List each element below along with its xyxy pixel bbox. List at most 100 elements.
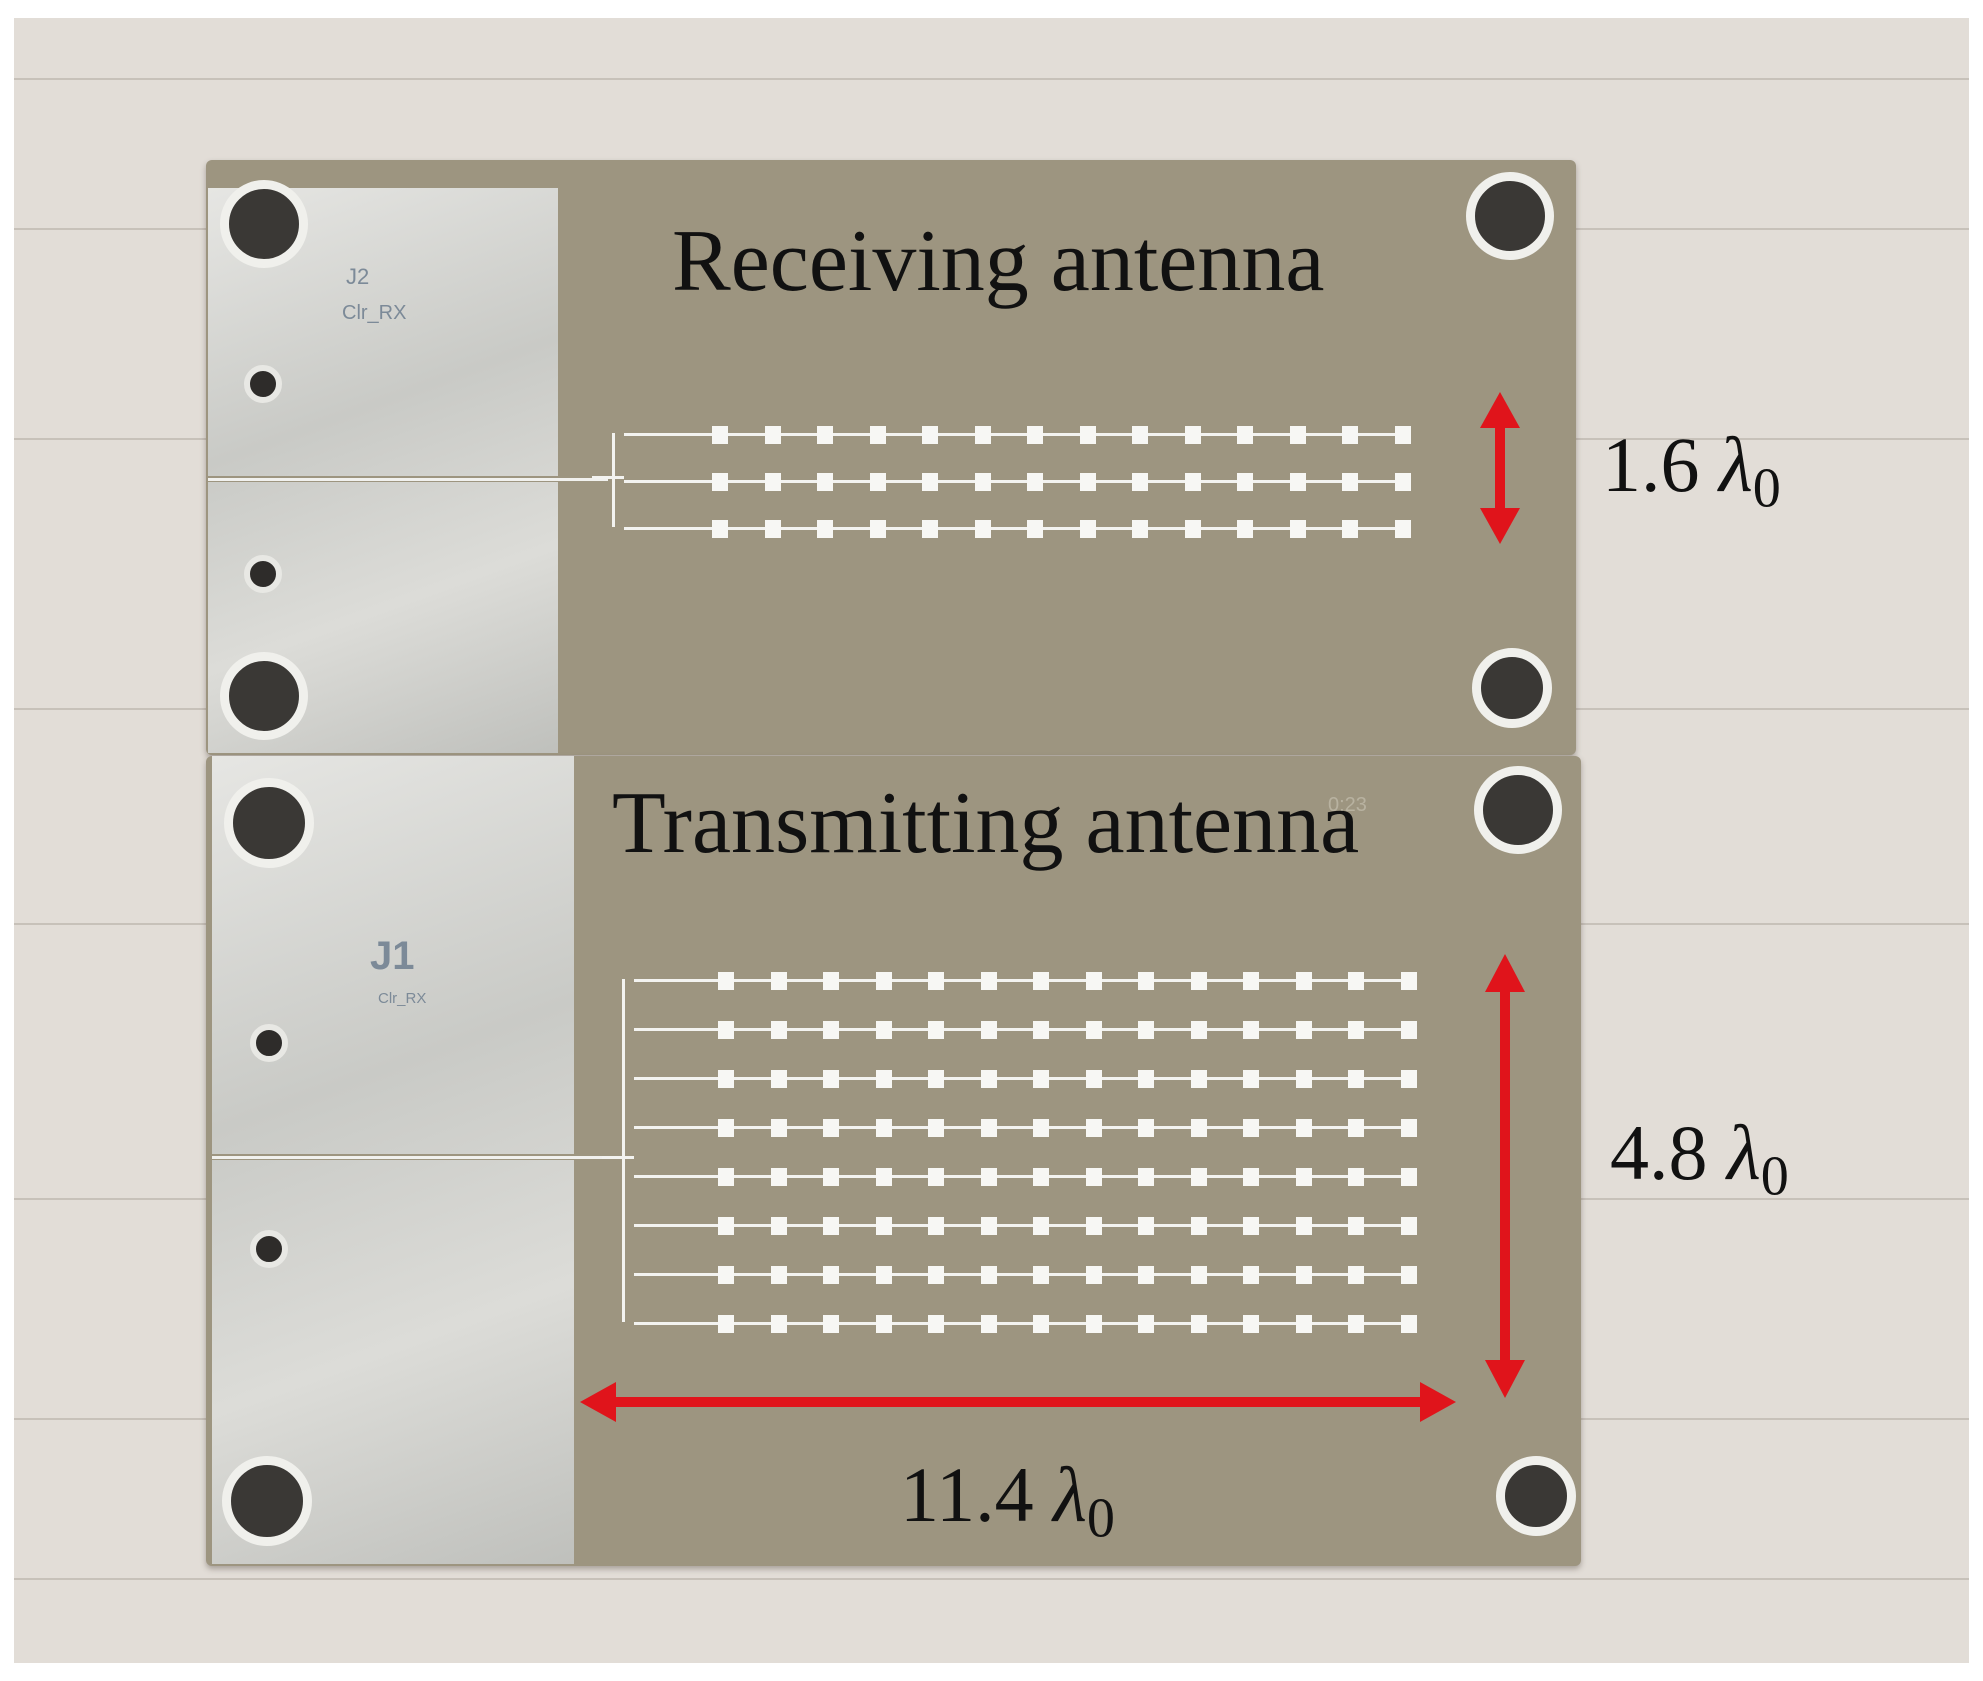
lambda-subscript: 0 (1086, 1487, 1115, 1550)
patch-element (1295, 1168, 1312, 1186)
patch-element (770, 1266, 787, 1284)
patch-element (1033, 1070, 1049, 1088)
patch-element (980, 1021, 997, 1039)
patch-element (1079, 473, 1096, 491)
mounting-hole (244, 365, 282, 403)
lambda-symbol: λ (1053, 1451, 1087, 1538)
tx-height-value: 4.8 (1610, 1109, 1708, 1196)
patch-element (1138, 1266, 1154, 1284)
patch-element (1079, 520, 1096, 538)
feed-stub (602, 1156, 634, 1159)
microstrip-line (624, 480, 1407, 483)
patch-element (875, 1266, 892, 1284)
patch-element (1295, 1217, 1312, 1235)
tx-width-label: 11.4 λ0 (900, 1456, 1115, 1547)
lambda-subscript: 0 (1760, 1145, 1789, 1208)
patch-element (1342, 473, 1358, 491)
patch-element (1085, 1315, 1102, 1333)
patch-element (1348, 1021, 1364, 1039)
patch-element (1400, 1168, 1417, 1186)
patch-element (1243, 1266, 1259, 1284)
patch-element (869, 426, 886, 444)
patch-element (1289, 426, 1306, 444)
silkscreen-ref: J1 (370, 934, 415, 978)
mounting-hole (220, 180, 308, 268)
tx-width-value: 11.4 (900, 1451, 1034, 1538)
patch-element (980, 1119, 997, 1137)
patch-element (1295, 1070, 1312, 1088)
microstrip-line (634, 1273, 1413, 1276)
patch-element (1289, 520, 1306, 538)
patch-element (770, 1315, 787, 1333)
microstrip-line (634, 1126, 1413, 1129)
patch-element (928, 1217, 944, 1235)
patch-element (823, 1266, 839, 1284)
patch-element (1348, 1119, 1364, 1137)
microstrip-line (634, 1322, 1413, 1325)
patch-element (1237, 473, 1253, 491)
patch-element (1295, 972, 1312, 990)
patch-element (1033, 1315, 1049, 1333)
patch-element (1085, 1266, 1102, 1284)
mounting-hole (250, 1024, 288, 1062)
patch-element (817, 426, 833, 444)
patch-element (875, 1021, 892, 1039)
patch-element (974, 426, 991, 444)
patch-element (1132, 520, 1148, 538)
patch-element (1132, 426, 1148, 444)
patch-element (712, 520, 728, 538)
patch-element (1394, 426, 1411, 444)
patch-element (1348, 1168, 1364, 1186)
patch-element (1348, 1070, 1364, 1088)
patch-element (1190, 1070, 1207, 1088)
patch-element (718, 1168, 734, 1186)
patch-element (1190, 1217, 1207, 1235)
patch-element (1184, 426, 1201, 444)
patch-element (1085, 1070, 1102, 1088)
patch-element (1243, 972, 1259, 990)
patch-element (1243, 1070, 1259, 1088)
patch-element (1132, 473, 1148, 491)
patch-element (712, 473, 728, 491)
patch-element (928, 1070, 944, 1088)
patch-element (1138, 1119, 1154, 1137)
feed-network (622, 979, 625, 1322)
patch-element (1237, 426, 1253, 444)
patch-element (1190, 972, 1207, 990)
patch-element (928, 972, 944, 990)
patch-element (1033, 1021, 1049, 1039)
patch-element (974, 520, 991, 538)
patch-element (718, 1315, 734, 1333)
microstrip-line (634, 979, 1413, 982)
patch-element (1295, 1266, 1312, 1284)
patch-element (1190, 1168, 1207, 1186)
patch-element (1085, 1021, 1102, 1039)
mounting-hole (1472, 648, 1552, 728)
patch-element (1033, 1168, 1049, 1186)
mounting-hole (220, 652, 308, 740)
patch-element (1243, 1217, 1259, 1235)
patch-element (922, 473, 938, 491)
rx-height-arrow (1480, 392, 1520, 544)
patch-element (1237, 520, 1253, 538)
patch-element (1138, 972, 1154, 990)
transmitting-antenna-board: J1 Clr_RX 0:23 (206, 756, 1581, 1566)
patch-element (1138, 1217, 1154, 1235)
patch-element (1348, 972, 1364, 990)
patch-element (712, 426, 728, 444)
mounting-hole (1496, 1456, 1576, 1536)
patch-element (1348, 1315, 1364, 1333)
patch-element (1184, 520, 1201, 538)
patch-element (1400, 972, 1417, 990)
mounting-hole (1466, 172, 1554, 260)
silkscreen-code: 0:23 (1328, 794, 1367, 816)
patch-element (1348, 1266, 1364, 1284)
patch-element (1400, 1266, 1417, 1284)
patch-element (1243, 1315, 1259, 1333)
patch-element (718, 972, 734, 990)
rx-height-label: 1.6 λ0 (1602, 426, 1781, 517)
patch-element (1342, 426, 1358, 444)
microstrip-line (634, 1028, 1413, 1031)
patch-element (1243, 1119, 1259, 1137)
patch-element (718, 1217, 734, 1235)
